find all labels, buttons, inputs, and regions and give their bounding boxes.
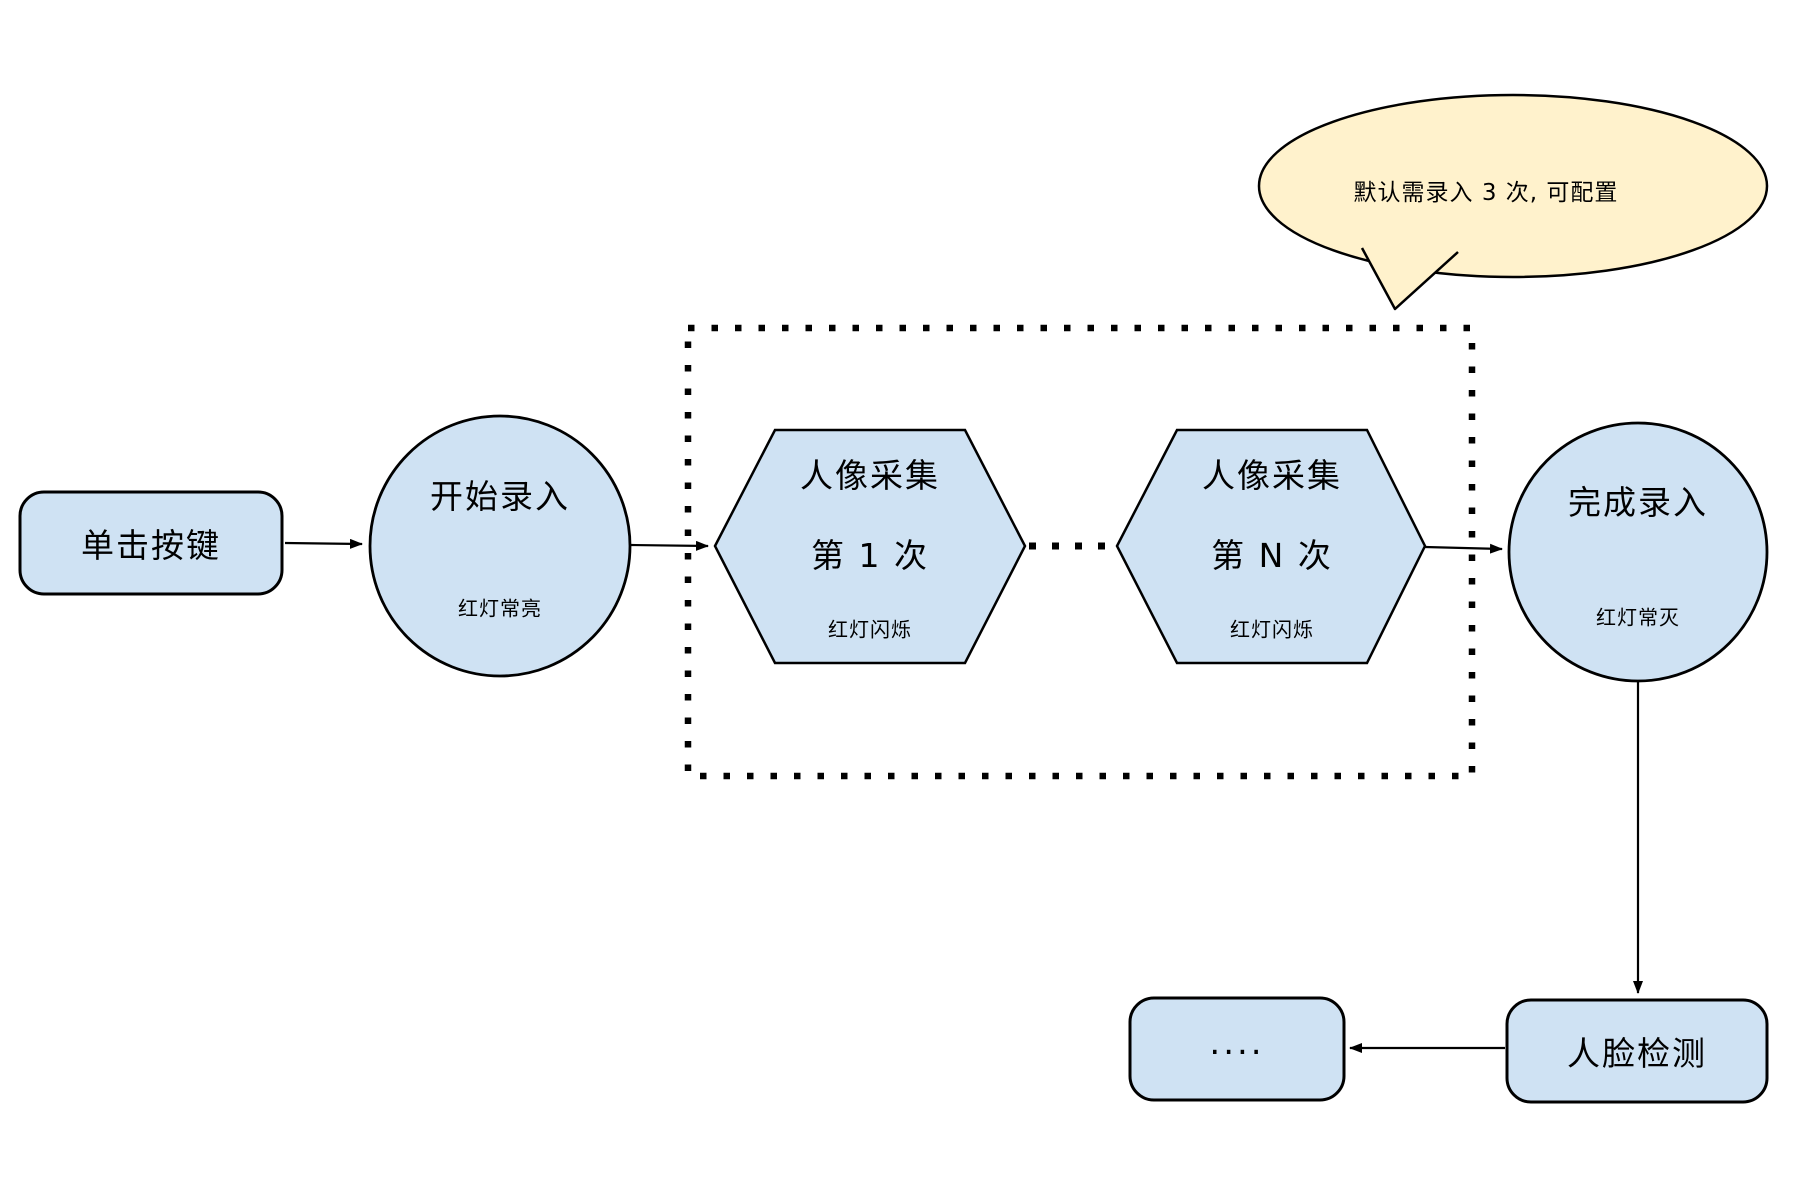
capture-nth-title: 人像采集 <box>1202 456 1342 495</box>
capture-first-shape <box>713 428 1027 665</box>
click-button-label: 单击按键 <box>81 526 221 565</box>
face-detection-label: 人脸检测 <box>1567 1034 1707 1073</box>
connector-start-to-capture1 <box>630 540 709 551</box>
capture-nth-status: 红灯闪烁 <box>1230 617 1314 642</box>
click-button-shape <box>18 490 284 596</box>
more-steps-shape <box>1128 996 1346 1102</box>
face-detection-shape <box>1505 998 1769 1104</box>
callout-text: 默认需录入 3 次, 可配置 <box>1353 180 1619 206</box>
capture-first-count: 第 1 次 <box>811 536 929 575</box>
start-enroll-title: 开始录入 <box>430 477 570 516</box>
capture-first-title: 人像采集 <box>800 456 940 495</box>
start-enroll-shape <box>368 414 632 678</box>
callout-bubble-tail <box>1360 247 1459 311</box>
connector-captureN-to-finish <box>1424 543 1503 554</box>
more-steps-label: .... <box>1209 1023 1265 1063</box>
finish-enroll-status: 红灯常灭 <box>1596 605 1680 630</box>
finish-enroll-title: 完成录入 <box>1568 483 1708 522</box>
capture-nth-shape <box>1115 428 1427 665</box>
capture-nth-count: 第 N 次 <box>1211 536 1333 575</box>
connector-click-to-start <box>284 538 363 549</box>
start-enroll-status: 红灯常亮 <box>458 596 542 621</box>
capture-first-status: 红灯闪烁 <box>828 617 912 642</box>
callout-bubble <box>1257 93 1769 279</box>
capture-group-dotted-border <box>684 324 1476 780</box>
finish-enroll-shape <box>1507 421 1769 683</box>
